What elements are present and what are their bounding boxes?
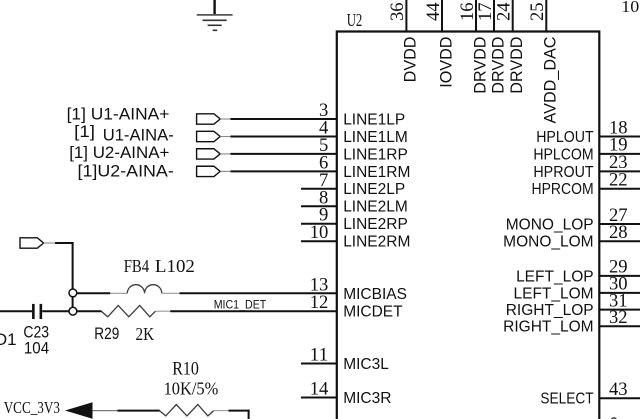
svg-text:LEFT_LOM: LEFT_LOM — [513, 285, 593, 302]
svg-text:9: 9 — [319, 205, 328, 226]
svg-text:FB4: FB4 — [124, 256, 150, 276]
svg-text:MONO_LOM: MONO_LOM — [503, 234, 593, 251]
svg-text:10K/5%: 10K/5% — [164, 378, 219, 398]
svg-text:LINE1RM: LINE1RM — [343, 164, 410, 181]
svg-text:[1]U2-AINA-: [1]U2-AINA- — [78, 162, 174, 181]
svg-text:MICDET: MICDET — [343, 303, 403, 320]
svg-text:28: 28 — [609, 222, 628, 243]
svg-text:44: 44 — [423, 2, 444, 21]
svg-text:10: 10 — [621, 0, 639, 16]
svg-text:[1] U2-AINA+: [1] U2-AINA+ — [69, 143, 169, 162]
svg-text:[1] U1-AINA+: [1] U1-AINA+ — [67, 104, 170, 123]
svg-text:22: 22 — [609, 170, 628, 191]
svg-text:36: 36 — [387, 2, 408, 21]
svg-text:18: 18 — [609, 117, 628, 138]
svg-text:12: 12 — [310, 292, 329, 313]
svg-text:104: 104 — [24, 339, 49, 357]
svg-text:HPROUT: HPROUT — [533, 164, 594, 181]
svg-text:[1]: [1] — [74, 122, 95, 141]
svg-text:VCC_3V3: VCC_3V3 — [4, 398, 60, 417]
svg-text:DRVDD: DRVDD — [471, 37, 489, 94]
svg-text:LINE2RP: LINE2RP — [343, 216, 408, 233]
svg-text:SELECT: SELECT — [540, 391, 594, 408]
svg-text:R10: R10 — [172, 358, 199, 379]
svg-text:3: 3 — [319, 100, 328, 121]
svg-text:LINE1RP: LINE1RP — [343, 146, 408, 163]
svg-text:16: 16 — [457, 2, 478, 21]
svg-text:RIGHT_LOM: RIGHT_LOM — [503, 319, 593, 336]
svg-text:7: 7 — [319, 170, 328, 191]
svg-text:AVDD_DAC: AVDD_DAC — [542, 36, 560, 123]
svg-text:MONO_LOP: MONO_LOP — [506, 216, 594, 233]
svg-text:17: 17 — [475, 2, 496, 21]
svg-text:5: 5 — [319, 135, 328, 156]
svg-text:8: 8 — [319, 187, 328, 208]
svg-text:L102: L102 — [155, 256, 195, 276]
svg-text:11: 11 — [310, 345, 329, 366]
svg-text:DRVDD: DRVDD — [489, 37, 507, 94]
svg-text:23: 23 — [609, 152, 628, 173]
svg-text:HPRCOM: HPRCOM — [532, 181, 594, 198]
svg-text:IOVDD: IOVDD — [437, 37, 455, 88]
svg-text:U1-AINA-: U1-AINA- — [103, 125, 174, 144]
svg-text:LINE2LP: LINE2LP — [343, 181, 405, 198]
svg-text:RIGHT_LOP: RIGHT_LOP — [506, 302, 594, 319]
svg-text:MICBIAS: MICBIAS — [343, 286, 407, 303]
svg-text:2K: 2K — [136, 324, 155, 344]
svg-text:19: 19 — [609, 135, 628, 156]
svg-text:LEFT_LOP: LEFT_LOP — [516, 268, 594, 285]
svg-text:4: 4 — [319, 118, 329, 139]
svg-text:LINE1LP: LINE1LP — [343, 111, 405, 128]
svg-text:25: 25 — [527, 2, 548, 21]
svg-text:14: 14 — [310, 379, 329, 400]
svg-text:HPLCOM: HPLCOM — [533, 146, 593, 163]
svg-text:LINE2RM: LINE2RM — [343, 234, 410, 251]
svg-text:29: 29 — [609, 257, 628, 278]
svg-text:32: 32 — [609, 307, 628, 328]
svg-text:MIC3L: MIC3L — [343, 356, 389, 373]
svg-text:D1: D1 — [0, 330, 17, 349]
svg-text:R29: R29 — [94, 325, 119, 343]
svg-text:C23: C23 — [23, 324, 49, 342]
svg-text:HPLOUT: HPLOUT — [536, 129, 594, 146]
svg-text:30: 30 — [609, 274, 628, 295]
svg-text:13: 13 — [310, 275, 329, 296]
svg-text:DVDD: DVDD — [402, 37, 420, 83]
svg-text:6: 6 — [319, 152, 328, 173]
svg-text:LINE2LM: LINE2LM — [343, 199, 408, 216]
svg-text:27: 27 — [609, 205, 628, 226]
svg-text:43: 43 — [609, 379, 628, 400]
svg-text:10: 10 — [310, 222, 329, 243]
svg-text:LINE1LM: LINE1LM — [343, 129, 408, 146]
svg-text:24: 24 — [494, 2, 515, 21]
svg-text:MIC3R: MIC3R — [343, 390, 391, 407]
svg-text:MIC1_DET: MIC1_DET — [214, 297, 267, 311]
svg-text:31: 31 — [609, 290, 628, 311]
svg-text:U2: U2 — [347, 10, 363, 30]
svg-text:DRVDD: DRVDD — [508, 37, 526, 94]
